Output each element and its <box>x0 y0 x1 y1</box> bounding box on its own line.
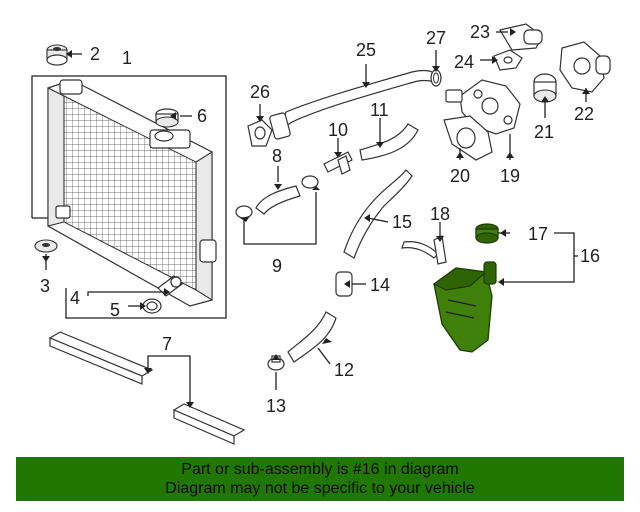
part-23-fitting <box>499 23 543 51</box>
part-17-reservoir-cap <box>475 223 499 244</box>
callout-13: 13 <box>266 396 286 416</box>
part-15-hose <box>343 169 413 259</box>
callout-25: 25 <box>356 40 376 60</box>
callout-8: 8 <box>272 146 282 166</box>
callout-11: 11 <box>370 100 389 120</box>
callout-5: 5 <box>110 300 120 320</box>
part-7-air-guards <box>48 331 246 445</box>
part-22-water-inlet <box>559 41 611 93</box>
callout-4: 4 <box>70 288 80 308</box>
callout-18: 18 <box>430 204 450 224</box>
part-16-coolant-reservoir <box>432 261 497 353</box>
part-18-overflow-hose <box>401 235 447 265</box>
part-27-o-ring <box>430 69 442 87</box>
callout-24: 24 <box>454 52 474 72</box>
part-2-cushion <box>46 44 68 66</box>
callout-3: 3 <box>40 276 50 296</box>
callout-7: 7 <box>162 334 172 354</box>
callout-2: 2 <box>90 44 100 64</box>
callout-1: 1 <box>122 48 132 68</box>
callout-26: 26 <box>250 82 270 102</box>
callout-27: 27 <box>426 28 446 48</box>
callout-15: 15 <box>392 212 412 232</box>
callout-21: 21 <box>534 122 554 142</box>
banner-line-1: Part or sub-assembly is #16 in diagram <box>181 461 459 478</box>
callout-22: 22 <box>574 104 594 124</box>
part-12-hose <box>287 311 337 363</box>
callout-23: 23 <box>470 22 490 42</box>
part-10-fitting <box>323 151 353 175</box>
callout-9: 9 <box>272 256 282 276</box>
part-24-gasket <box>493 49 523 71</box>
callout-20: 20 <box>450 166 470 186</box>
callout-12: 12 <box>334 360 354 380</box>
banner-line-2: Diagram may not be specific to your vehi… <box>165 480 475 497</box>
part-8-lower-hose <box>255 185 301 215</box>
callout-16: 16 <box>580 246 600 266</box>
part-26-gasket <box>247 119 273 147</box>
info-banner: Part or sub-assembly is #16 in diagram D… <box>16 457 624 501</box>
callout-10: 10 <box>328 120 348 140</box>
part-9-clamps <box>235 175 319 219</box>
radiator-assembly <box>31 75 227 319</box>
part-20-gasket <box>443 115 493 161</box>
parts-diagram: 2 1 6 3 4 5 7 8 9 10 11 12 13 14 15 16 1… <box>31 22 611 445</box>
part-5-o-ring <box>142 298 162 314</box>
callout-14: 14 <box>370 275 390 295</box>
callout-6: 6 <box>197 106 207 126</box>
callout-17: 17 <box>528 224 548 244</box>
part-3-insulator <box>34 239 58 253</box>
leader-arrows <box>42 28 590 408</box>
callout-19: 19 <box>500 166 520 186</box>
part-11-hose <box>359 123 419 161</box>
